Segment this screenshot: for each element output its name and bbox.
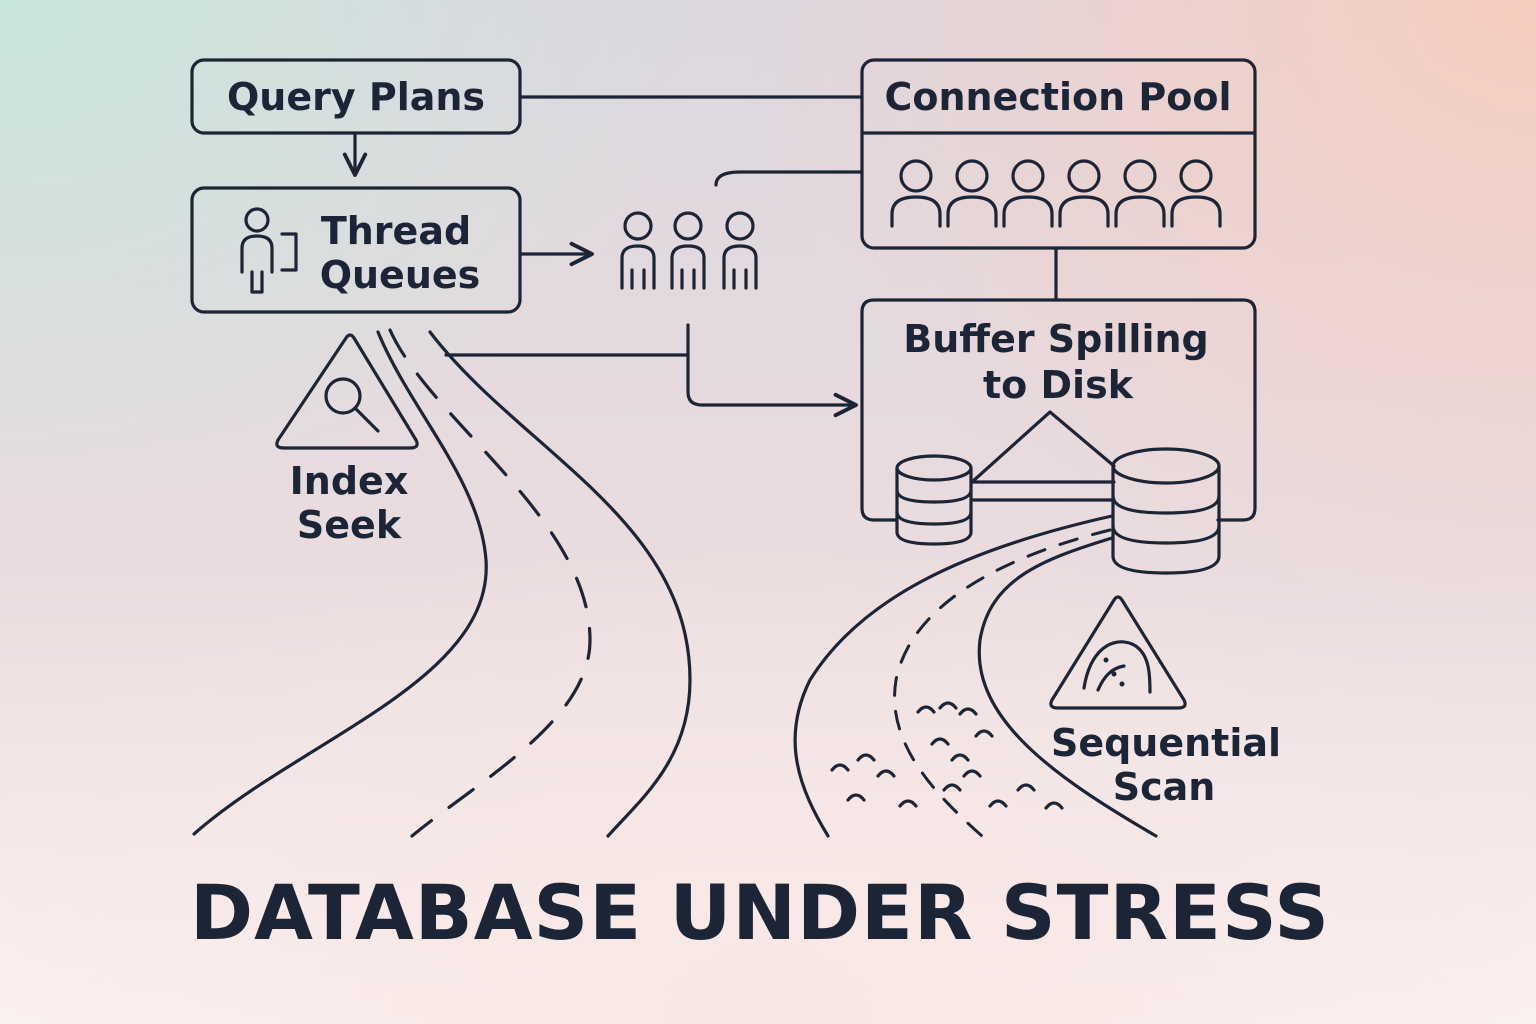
waiting-to-buffer-arrow [686,323,858,418]
database-cylinder-icon [895,454,973,546]
person-icon [1058,159,1110,228]
person-icon [670,211,706,290]
connection-pool-node: Connection Pool [860,58,1257,250]
spill-mound [970,410,1116,484]
thread-queues-label-1: Thread [321,209,471,253]
person-icon [1170,159,1222,228]
magnifier-icon [324,377,380,433]
slow-road-icon [1082,640,1152,694]
person-icon [620,211,656,290]
connection-pool-label: Connection Pool [884,75,1231,119]
waiting-to-pool-connector [714,170,864,187]
sequential-scan-label-1: Sequential [1051,721,1281,765]
index-seek-warning: Index Seek [275,333,419,547]
diagram-title: DATABASE UNDER STRESS [190,868,1330,957]
buffer-spilling-node: Buffer Spilling to Disk [860,298,1257,575]
buffer-label-1: Buffer Spilling [903,317,1208,361]
person-icon [1114,159,1166,228]
warning-triangle-icon [275,333,419,450]
index-seek-road [192,328,692,838]
person-icon [1002,159,1054,228]
buffer-label-2: to Disk [983,363,1134,407]
sequential-scan-label-2: Scan [1113,765,1216,809]
sequential-scan-warning: Sequential Scan [1049,595,1281,809]
person-icon [890,159,942,228]
database-cylinder-icon [1111,447,1221,575]
thread-queues-node: Thread Queues [190,186,522,314]
person-icon [240,207,298,294]
waiting-threads-group [620,211,758,290]
index-seek-label-1: Index [290,459,409,503]
sequential-scan-road [793,514,1158,838]
gravel-marks [830,701,1064,810]
person-icon [722,211,758,290]
query-plans-node: Query Plans [190,58,522,135]
thread-queues-label-2: Queues [320,253,481,297]
index-seek-label-2: Seek [297,503,402,547]
person-icon [946,159,998,228]
query-plans-label: Query Plans [227,75,485,119]
warning-triangle-icon [1049,595,1187,710]
